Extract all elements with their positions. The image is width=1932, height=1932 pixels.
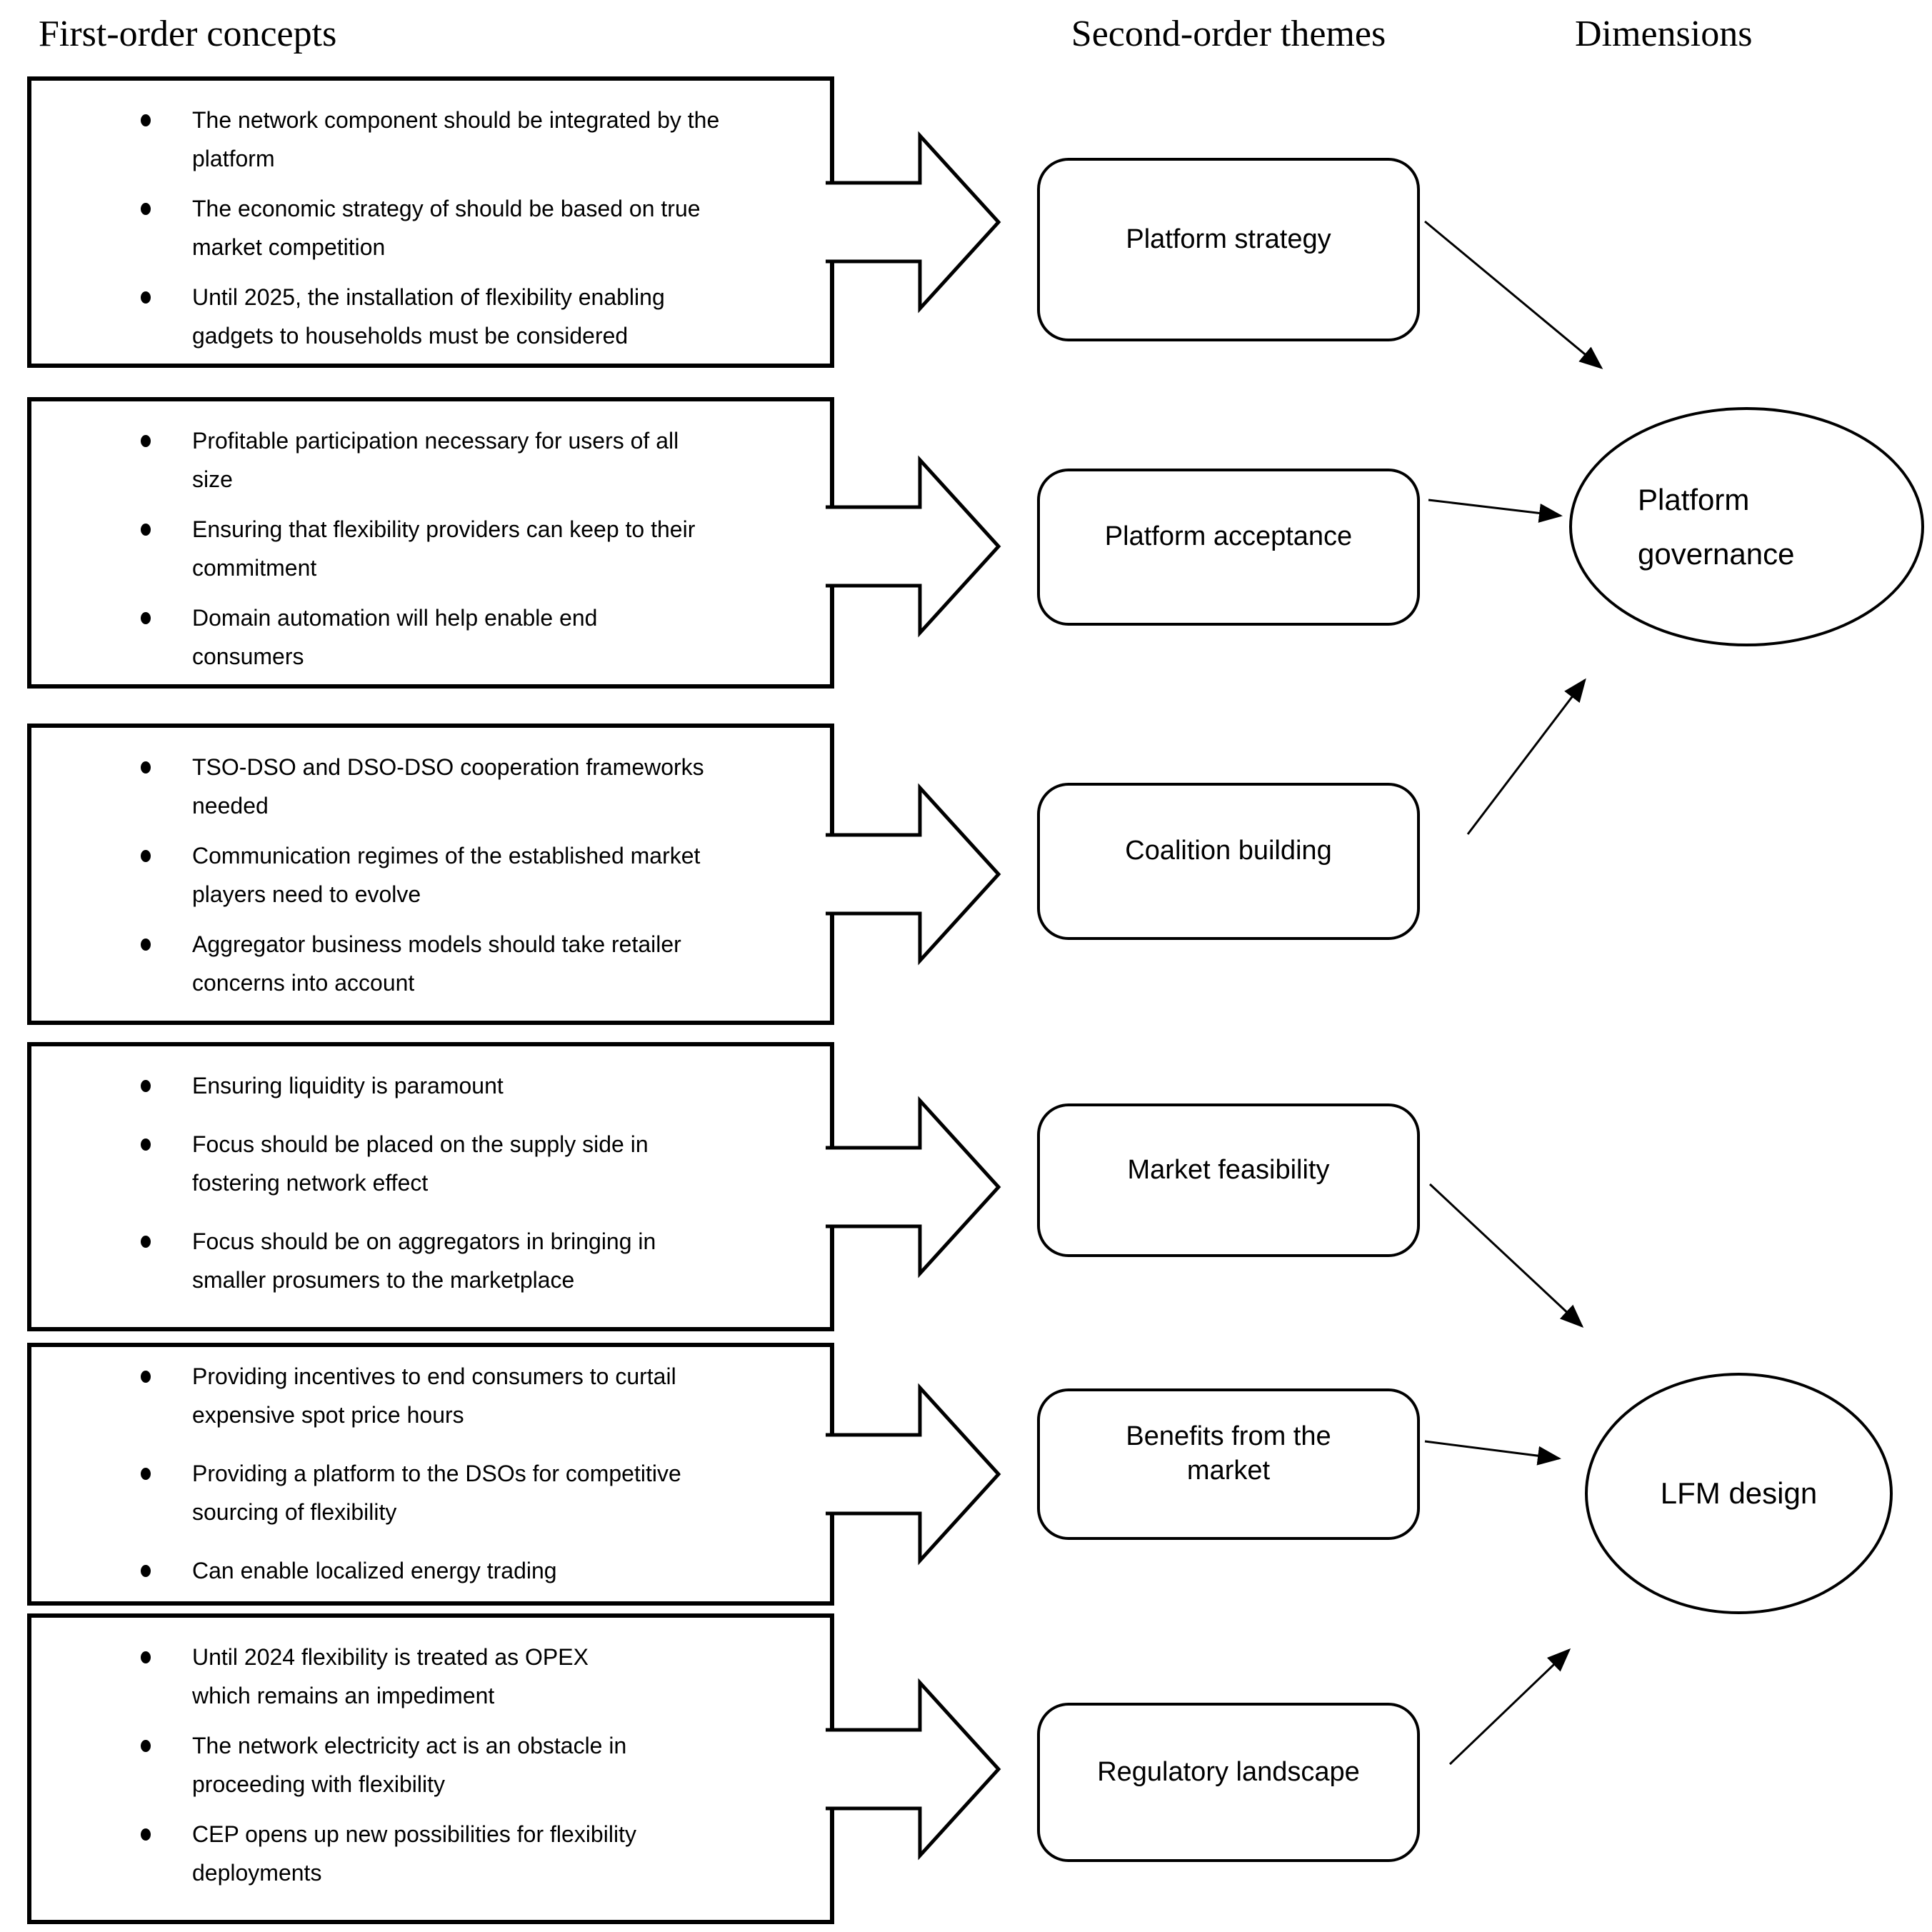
bullet-list: Providing incentives to end consumers to… xyxy=(31,1347,830,1590)
theme-box-market-feasibility: Market feasibility xyxy=(1037,1103,1420,1257)
bullet-item: The economic strategy of should be based… xyxy=(141,189,817,266)
first-order-box-platform-strategy: The network component should be integrat… xyxy=(27,76,834,368)
connector-arrow-benefits-lfm-icon xyxy=(1424,1440,1561,1466)
theme-label: Benefits from the market xyxy=(1126,1421,1331,1486)
bullet-item: Ensuring that flexibility providers can … xyxy=(141,510,817,587)
first-order-box-benefits-from-market: Providing incentives to end consumers to… xyxy=(27,1343,834,1606)
bullet-item: Profitable participation necessary for u… xyxy=(141,421,817,499)
bullet-item: Aggregator business models should take r… xyxy=(141,925,817,1002)
block-arrow-3-icon xyxy=(826,783,1001,966)
block-arrow-5-icon xyxy=(826,1383,1001,1566)
block-arrow-1-icon xyxy=(826,131,1001,314)
bullet-item: The network electricity act is an obstac… xyxy=(141,1726,817,1803)
bullet-item: Can enable localized energy trading xyxy=(141,1551,817,1590)
first-order-box-platform-acceptance: Profitable participation necessary for u… xyxy=(27,397,834,689)
bullet-item: The network component should be integrat… xyxy=(141,101,817,178)
bullet-list: TSO-DSO and DSO-DSO cooperation framewor… xyxy=(31,728,830,1002)
theme-label: Platform strategy xyxy=(1126,224,1331,254)
connector-arrow-acceptance-governance-icon xyxy=(1428,499,1563,523)
theme-box-platform-strategy: Platform strategy xyxy=(1037,158,1420,341)
block-arrow-2-icon xyxy=(826,455,1001,638)
connector-arrow-regulatory-lfm-icon xyxy=(1448,1648,1571,1766)
bullet-list: Until 2024 flexibility is treated as OPE… xyxy=(31,1618,830,1892)
connector-arrow-strategy-governance-icon xyxy=(1424,220,1603,369)
bullet-item: Providing a platform to the DSOs for com… xyxy=(141,1454,817,1531)
theme-box-coalition-building: Coalition building xyxy=(1037,783,1420,940)
dimension-ellipse-platform-governance: Platform governance xyxy=(1569,407,1924,646)
connector-arrow-feasibility-lfm-icon xyxy=(1428,1183,1584,1328)
theme-label: Regulatory landscape xyxy=(1097,1756,1360,1787)
theme-label: Coalition building xyxy=(1125,836,1332,866)
bullet-item: Focus should be on aggregators in bringi… xyxy=(141,1222,817,1299)
bullet-item: TSO-DSO and DSO-DSO cooperation framewor… xyxy=(141,748,817,825)
first-order-box-coalition-building: TSO-DSO and DSO-DSO cooperation framewor… xyxy=(27,724,834,1025)
theme-box-regulatory-landscape: Regulatory landscape xyxy=(1037,1703,1420,1862)
block-arrow-4-icon xyxy=(826,1096,1001,1278)
theme-box-platform-acceptance: Platform acceptance xyxy=(1037,469,1420,626)
bullet-item: Providing incentives to end consumers to… xyxy=(141,1357,817,1434)
first-order-box-regulatory-landscape: Until 2024 flexibility is treated as OPE… xyxy=(27,1613,834,1924)
dimension-label: LFM design xyxy=(1660,1476,1818,1510)
column-header-first-order-concepts: First-order concepts xyxy=(39,14,337,54)
bullet-item: Until 2025, the installation of flexibil… xyxy=(141,278,817,355)
dimension-label: Platform governance xyxy=(1638,482,1795,571)
bullet-item: Domain automation will help enable end c… xyxy=(141,599,817,676)
column-header-second-order-themes: Second-order themes xyxy=(1071,14,1386,54)
column-header-dimensions: Dimensions xyxy=(1575,14,1753,54)
theme-label: Platform acceptance xyxy=(1104,521,1353,551)
block-arrow-6-icon xyxy=(826,1678,1001,1861)
connector-arrow-coalition-governance-icon xyxy=(1466,678,1586,835)
bullet-item: Focus should be placed on the supply sid… xyxy=(141,1125,817,1202)
bullet-item: Communication regimes of the established… xyxy=(141,836,817,914)
dimension-ellipse-lfm-design: LFM design xyxy=(1585,1373,1893,1614)
bullet-list: The network component should be integrat… xyxy=(31,81,830,355)
theme-box-benefits-from-market: Benefits from the market xyxy=(1037,1388,1420,1540)
theme-label: Market feasibility xyxy=(1127,1154,1330,1185)
bullet-item: Ensuring liquidity is paramount xyxy=(141,1066,817,1105)
bullet-item: CEP opens up new possibilities for flexi… xyxy=(141,1815,817,1892)
bullet-item: Until 2024 flexibility is treated as OPE… xyxy=(141,1638,817,1715)
bullet-list: Profitable participation necessary for u… xyxy=(31,401,830,676)
